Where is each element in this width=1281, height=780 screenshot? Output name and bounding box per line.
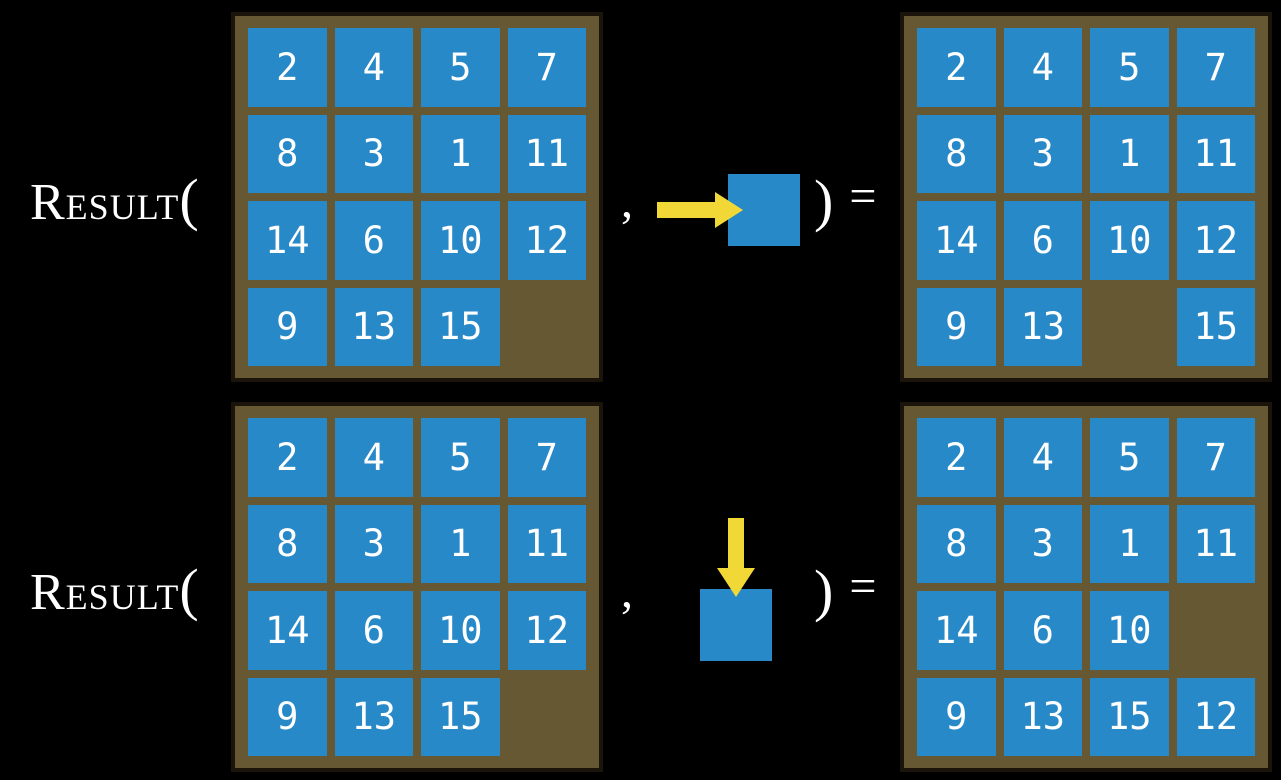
close-paren-equals: ) =	[814, 562, 876, 620]
close-paren: )	[814, 558, 834, 623]
puzzle-tile-14: 14	[248, 201, 327, 280]
puzzle-tile-3: 3	[1003, 114, 1082, 193]
puzzle-tile-5: 5	[1090, 28, 1169, 107]
puzzle-tile-7: 7	[1176, 28, 1255, 107]
puzzle-tile-10: 10	[421, 201, 500, 280]
puzzle-tile-2: 2	[248, 28, 327, 107]
puzzle-tile-12: 12	[507, 201, 586, 280]
puzzle-tile-12: 12	[1176, 677, 1255, 756]
comma-separator: ,	[621, 565, 633, 618]
puzzle-tile-11: 11	[507, 504, 586, 583]
puzzle-tile-9: 9	[917, 287, 996, 366]
empty-cell	[1090, 288, 1169, 367]
puzzle-tile-13: 13	[1003, 287, 1082, 366]
empty-cell	[508, 288, 587, 367]
puzzle-tile-5: 5	[421, 418, 500, 497]
puzzle-tile-12: 12	[1176, 201, 1255, 280]
puzzle-tile-9: 9	[248, 287, 327, 366]
puzzle-tile-3: 3	[334, 114, 413, 193]
puzzle-tile-15: 15	[1176, 287, 1255, 366]
open-paren: (	[179, 167, 199, 232]
equals-sign: =	[849, 170, 877, 223]
puzzle-tile-8: 8	[248, 114, 327, 193]
puzzle-tile-2: 2	[917, 28, 996, 107]
puzzle-tile-15: 15	[421, 677, 500, 756]
puzzle-tile-2: 2	[248, 418, 327, 497]
function-name: Result	[30, 564, 180, 621]
empty-cell	[508, 678, 587, 757]
puzzle-tile-7: 7	[507, 28, 586, 107]
puzzle-tile-8: 8	[248, 504, 327, 583]
puzzle-tile-1: 1	[421, 504, 500, 583]
comma-separator: ,	[621, 175, 633, 228]
puzzle-tile-9: 9	[917, 677, 996, 756]
puzzle-tile-7: 7	[1176, 418, 1255, 497]
result-function-label: Result(	[30, 171, 199, 229]
puzzle-tile-10: 10	[1090, 201, 1169, 280]
puzzle-tile-1: 1	[1090, 114, 1169, 193]
puzzle-tile-14: 14	[917, 591, 996, 670]
puzzle-tile-12: 12	[507, 591, 586, 670]
close-paren: )	[814, 168, 834, 233]
puzzle-tile-15: 15	[421, 287, 500, 366]
move-right-argument	[657, 174, 800, 246]
puzzle-tile-1: 1	[421, 114, 500, 193]
puzzle-tile-14: 14	[917, 201, 996, 280]
puzzle-tile-6: 6	[334, 201, 413, 280]
puzzle-tile-8: 8	[917, 114, 996, 193]
puzzle-tile-5: 5	[1090, 418, 1169, 497]
empty-cell	[1177, 591, 1256, 670]
puzzle-tile-11: 11	[1176, 114, 1255, 193]
puzzle-tile-6: 6	[1003, 201, 1082, 280]
puzzle-tile-4: 4	[334, 418, 413, 497]
puzzle-tile-11: 11	[507, 114, 586, 193]
puzzle-tile-4: 4	[1003, 418, 1082, 497]
right-arrow-icon	[657, 192, 743, 228]
puzzle-tile-14: 14	[248, 591, 327, 670]
puzzle-tile-3: 3	[334, 504, 413, 583]
puzzle-tile-15: 15	[1090, 677, 1169, 756]
move-down-argument	[700, 518, 772, 661]
puzzle-tile-9: 9	[248, 677, 327, 756]
puzzle-tile-10: 10	[1090, 591, 1169, 670]
puzzle-tile-6: 6	[334, 591, 413, 670]
puzzle-tile-13: 13	[1003, 677, 1082, 756]
puzzle-tile-1: 1	[1090, 504, 1169, 583]
puzzle-tile-7: 7	[507, 418, 586, 497]
result-function-label: Result(	[30, 561, 199, 619]
puzzle-tile-4: 4	[1003, 28, 1082, 107]
close-paren-equals: ) =	[814, 172, 876, 230]
puzzle-tile-13: 13	[334, 677, 413, 756]
puzzle-tile-5: 5	[421, 28, 500, 107]
open-paren: (	[179, 557, 199, 622]
puzzle-tile-13: 13	[334, 287, 413, 366]
function-name: Result	[30, 174, 180, 231]
puzzle-tile-3: 3	[1003, 504, 1082, 583]
puzzle-tile-4: 4	[334, 28, 413, 107]
puzzle-tile-8: 8	[917, 504, 996, 583]
equals-sign: =	[849, 560, 877, 613]
puzzle-tile-2: 2	[917, 418, 996, 497]
blank-tile	[700, 589, 772, 661]
puzzle-tile-6: 6	[1003, 591, 1082, 670]
puzzle-tile-11: 11	[1176, 504, 1255, 583]
puzzle-tile-10: 10	[421, 591, 500, 670]
down-arrow-icon	[717, 518, 755, 597]
